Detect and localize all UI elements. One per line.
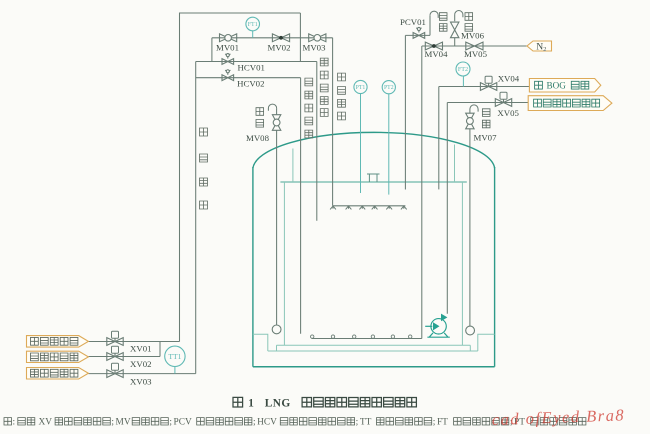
svg-text:TT: TT: [360, 418, 372, 428]
svg-text:;: ;: [111, 418, 114, 428]
svg-text:XV05: XV05: [497, 108, 519, 118]
svg-text:XV01: XV01: [130, 344, 152, 354]
svg-text:N: N: [536, 41, 543, 52]
svg-text:PT1: PT1: [356, 85, 366, 91]
svg-text:cad ofEyed Bra8: cad ofEyed Bra8: [491, 405, 625, 429]
svg-text:MV06: MV06: [461, 31, 485, 41]
svg-text:2: 2: [543, 46, 546, 53]
svg-text:MV07: MV07: [474, 132, 498, 142]
svg-text:XV: XV: [38, 418, 52, 428]
svg-text:FT: FT: [437, 418, 448, 428]
svg-text:LNG: LNG: [265, 398, 291, 410]
svg-text:MV03: MV03: [303, 43, 327, 53]
svg-text:1: 1: [248, 398, 254, 410]
svg-text:MV05: MV05: [464, 49, 488, 59]
svg-text:MV04: MV04: [425, 49, 449, 59]
svg-text:;: ;: [510, 418, 513, 428]
svg-text:;: ;: [169, 418, 172, 428]
svg-text:XV03: XV03: [130, 377, 152, 387]
svg-text:MV01: MV01: [216, 42, 239, 52]
svg-text:PCV01: PCV01: [400, 17, 426, 27]
svg-text:FT2: FT2: [458, 66, 468, 73]
svg-text:XV04: XV04: [498, 73, 520, 83]
svg-text:;: ;: [356, 418, 359, 428]
svg-text:TT1: TT1: [168, 352, 181, 361]
svg-text:PT: PT: [514, 418, 525, 428]
svg-text:HCV02: HCV02: [237, 79, 264, 89]
svg-text:MV02: MV02: [268, 42, 291, 52]
svg-text:FT1: FT1: [248, 22, 258, 28]
svg-text::: :: [13, 418, 16, 428]
svg-text:;: ;: [253, 418, 256, 428]
svg-text:MV08: MV08: [246, 133, 270, 143]
svg-text:BOG: BOG: [547, 81, 567, 91]
svg-text:PCV: PCV: [174, 418, 192, 428]
svg-text:;: ;: [433, 418, 436, 428]
svg-text:HCV01: HCV01: [238, 62, 265, 72]
svg-text:HCV: HCV: [257, 418, 277, 428]
svg-text:XV02: XV02: [130, 359, 152, 369]
svg-text:MV: MV: [116, 418, 131, 428]
svg-text:PT2: PT2: [384, 85, 394, 91]
